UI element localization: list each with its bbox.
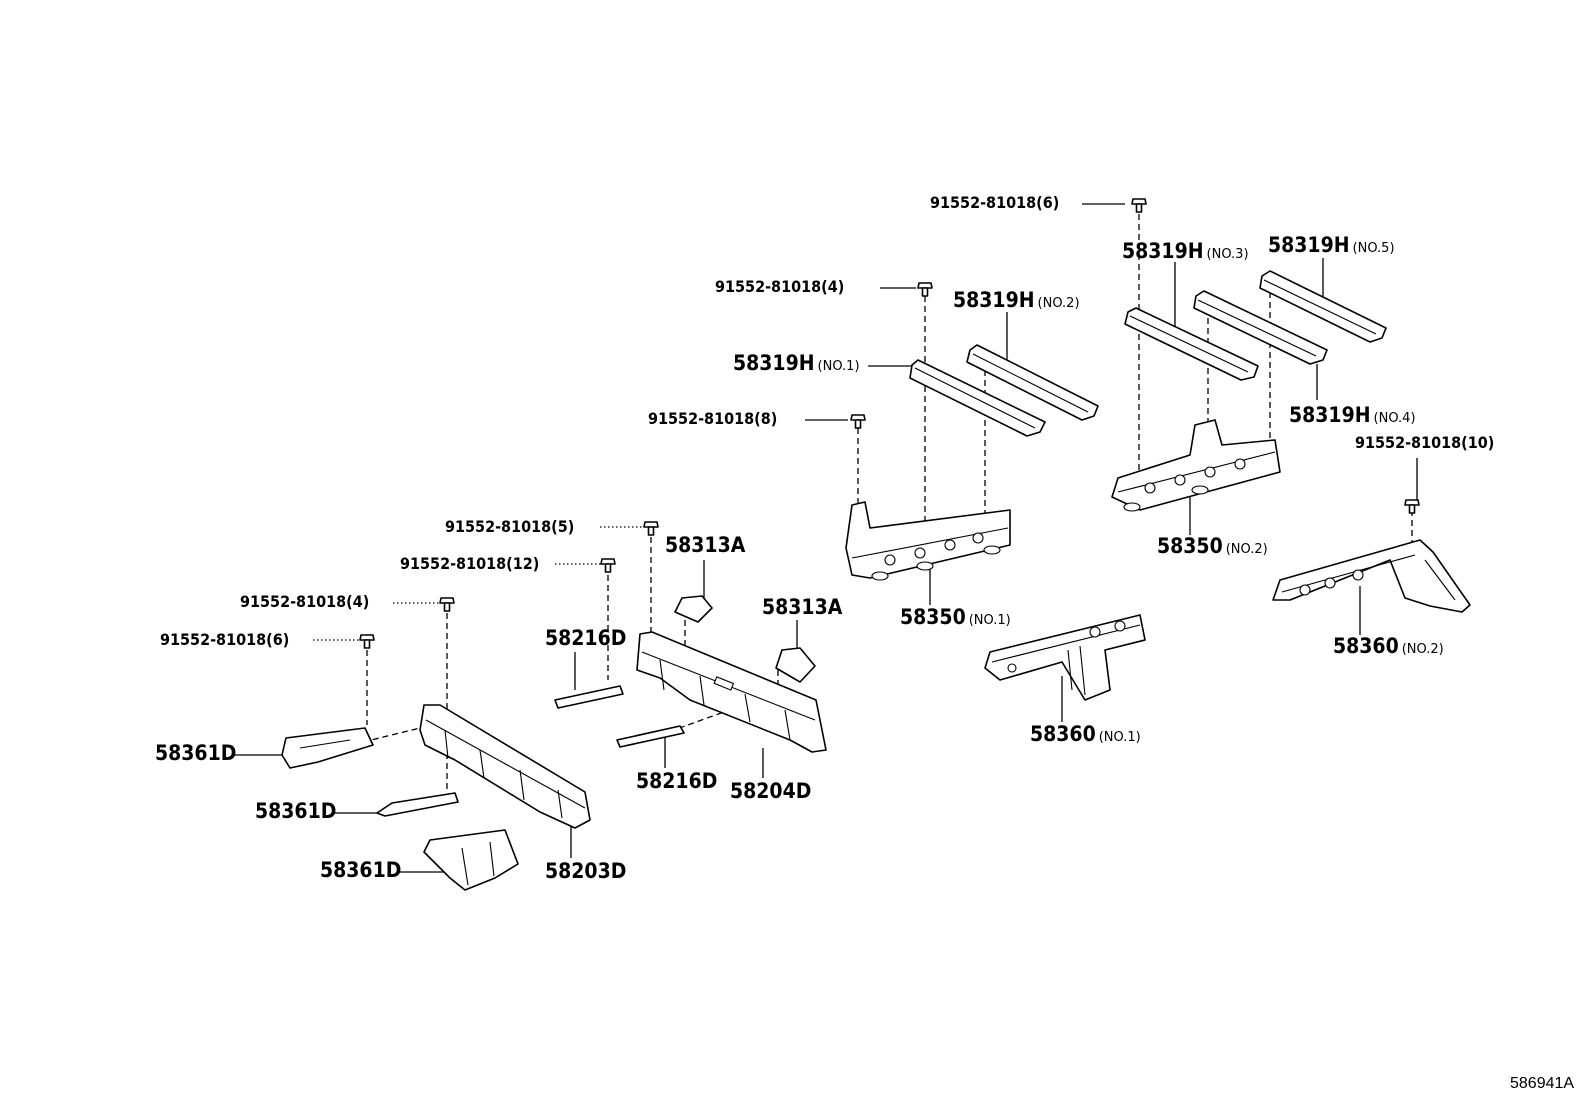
rail-58319H-no5 bbox=[1259, 270, 1387, 343]
label-58313A-upper: 58313A bbox=[665, 533, 746, 557]
bolt-icon bbox=[359, 634, 375, 649]
label-58361D-lower: 58361D bbox=[320, 858, 401, 882]
crossmember-58350-no2 bbox=[1111, 419, 1281, 512]
brackets-58313A bbox=[674, 595, 816, 683]
crossmember-58350-no1 bbox=[845, 501, 1011, 581]
bolt-icon bbox=[1131, 198, 1147, 213]
bolt-icon bbox=[1404, 499, 1420, 514]
bolt-icon bbox=[643, 521, 659, 536]
label-58216D-upper: 58216D bbox=[545, 626, 626, 650]
label-bolt-91552-81018-10: 91552-81018(10) bbox=[1355, 433, 1494, 452]
leader-lines bbox=[232, 203, 1418, 873]
label-58360-no2: 58360(NO.2) bbox=[1333, 634, 1444, 658]
assembly-lines bbox=[362, 214, 1413, 792]
label-bolt-91552-81018-8: 91552-81018(8) bbox=[648, 409, 777, 428]
label-58319H-no1: 58319H(NO.1) bbox=[733, 351, 860, 375]
label-58360-no1: 58360(NO.1) bbox=[1030, 722, 1141, 746]
rail-58319H-no4 bbox=[1193, 290, 1328, 365]
label-58350-no2: 58350(NO.2) bbox=[1157, 534, 1268, 558]
label-58203D: 58203D bbox=[545, 859, 626, 883]
bolts bbox=[359, 198, 1420, 649]
rail-58319H-no3 bbox=[1124, 307, 1259, 381]
bolt-icon bbox=[600, 558, 616, 573]
label-58319H-no3: 58319H(NO.3) bbox=[1122, 239, 1249, 263]
labels: 91552-81018(6) 91552-81018(4) 91552-8101… bbox=[155, 193, 1574, 1092]
label-58361D-upper: 58361D bbox=[155, 741, 236, 765]
rail-58319H-no2 bbox=[966, 344, 1099, 421]
rails-58319H bbox=[909, 270, 1387, 437]
label-58361D-middle: 58361D bbox=[255, 799, 336, 823]
label-bolt-91552-81018-4-left: 91552-81018(4) bbox=[240, 592, 369, 611]
label-58204D: 58204D bbox=[730, 779, 811, 803]
drawing-code: 586941A bbox=[1510, 1075, 1574, 1092]
label-58319H-no2: 58319H(NO.2) bbox=[953, 288, 1080, 312]
label-58313A-lower: 58313A bbox=[762, 595, 843, 619]
plates-58216D bbox=[554, 685, 685, 748]
label-58319H-no4: 58319H(NO.4) bbox=[1289, 403, 1416, 427]
label-58216D-lower: 58216D bbox=[636, 769, 717, 793]
brackets-58361D bbox=[281, 727, 519, 891]
rail-58319H-no1 bbox=[909, 359, 1046, 437]
label-bolt-91552-81018-12: 91552-81018(12) bbox=[400, 554, 539, 573]
crossmember-58360-no1 bbox=[984, 614, 1146, 701]
label-bolt-91552-81018-4-mid: 91552-81018(4) bbox=[715, 277, 844, 296]
bolt-icon bbox=[850, 414, 866, 429]
label-58319H-no5: 58319H(NO.5) bbox=[1268, 233, 1395, 257]
bolt-icon bbox=[917, 282, 933, 297]
label-bolt-91552-81018-6-top: 91552-81018(6) bbox=[930, 193, 1059, 212]
label-bolt-91552-81018-6-left: 91552-81018(6) bbox=[160, 630, 289, 649]
crossmember-58204D bbox=[636, 631, 827, 753]
label-58350-no1: 58350(NO.1) bbox=[900, 605, 1011, 629]
crossmember-58360-no2 bbox=[1272, 539, 1471, 613]
crossmember-58203D bbox=[419, 704, 591, 829]
label-bolt-91552-81018-5: 91552-81018(5) bbox=[445, 517, 574, 536]
bolt-icon bbox=[439, 597, 455, 612]
